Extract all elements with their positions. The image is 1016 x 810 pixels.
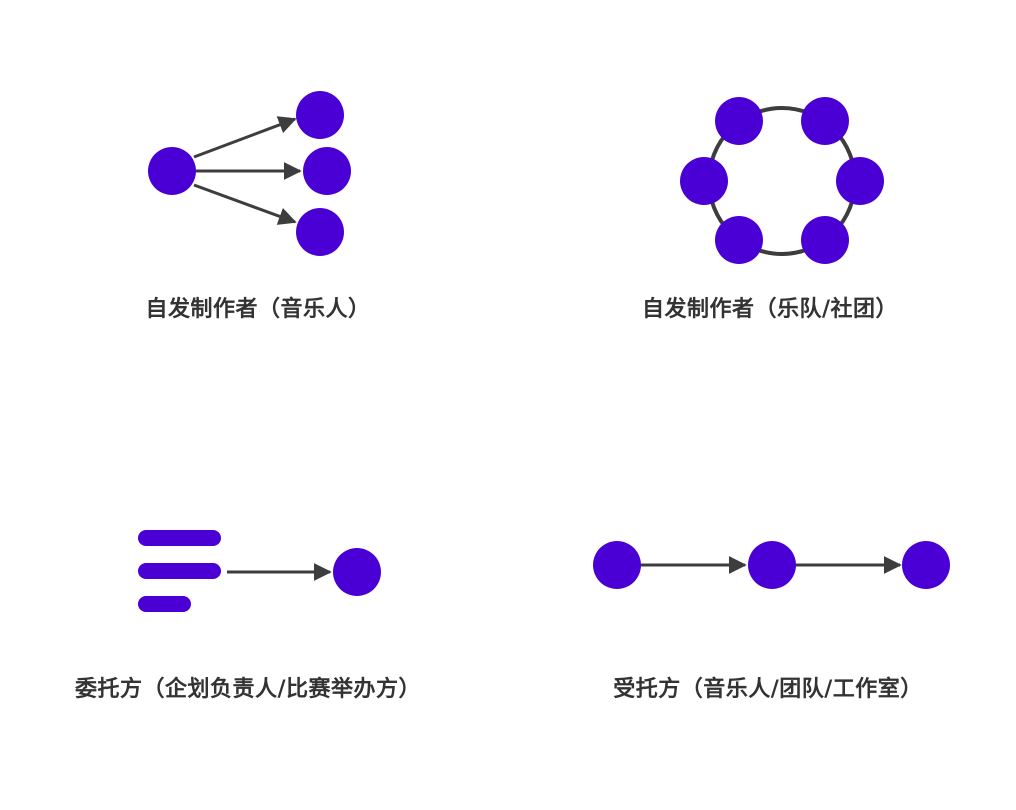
ring-node-1 bbox=[715, 97, 763, 145]
ring-node-3 bbox=[836, 157, 884, 205]
panel-contractor-graphic bbox=[593, 541, 950, 589]
ring-node-2 bbox=[801, 97, 849, 145]
caption-band-creator: 自发制作者（乐队/社团） bbox=[641, 297, 899, 322]
chain-node-3 bbox=[902, 541, 950, 589]
panel-band-creator-graphic bbox=[680, 97, 884, 264]
ring-node-5 bbox=[715, 216, 763, 264]
caption-contractor: 受托方（音乐人/团队/工作室） bbox=[613, 677, 923, 702]
chain-node-2 bbox=[748, 541, 796, 589]
ring-node-6 bbox=[680, 157, 728, 205]
list-bar-1 bbox=[138, 530, 221, 546]
list-bar-2 bbox=[138, 563, 221, 579]
node-target-bottom bbox=[296, 208, 344, 256]
edge-arrow-top bbox=[193, 116, 297, 159]
panel-individual-creator-graphic bbox=[148, 91, 351, 256]
node-target-top bbox=[296, 91, 344, 139]
node-target-middle bbox=[303, 147, 351, 195]
caption-individual-creator: 自发制作者（音乐人） bbox=[145, 297, 371, 322]
panel-client-graphic bbox=[138, 530, 381, 612]
edge-arrow-bottom bbox=[193, 183, 297, 225]
node-source bbox=[148, 147, 196, 195]
list-bar-3 bbox=[138, 596, 191, 612]
chain-node-1 bbox=[593, 541, 641, 589]
node-recipient bbox=[333, 548, 381, 596]
ring-node-4 bbox=[801, 216, 849, 264]
caption-client: 委托方（企划负责人/比赛举办方） bbox=[74, 677, 422, 702]
